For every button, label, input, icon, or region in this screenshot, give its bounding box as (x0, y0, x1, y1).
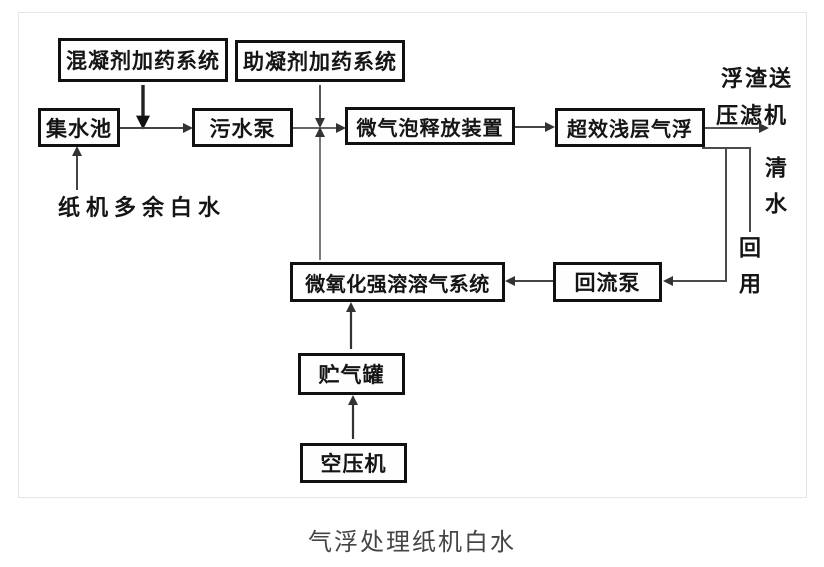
scum-to-filter-press-label-line2: 压滤机 (716, 104, 789, 129)
diagram-caption: 气浮处理纸机白水 (308, 528, 516, 556)
excess-white-water-label: 纸机多余白水 (58, 196, 227, 221)
node-sewage-pump: 污水泵 (192, 108, 293, 147)
node-dissolved-air-system: 微氧化强溶溶气系统 (290, 262, 505, 302)
node-gas-storage-tank: 贮气罐 (298, 353, 405, 395)
scum-to-filter-press-label-line1: 浮渣送 (721, 67, 794, 92)
clean-water-label: 清水 (761, 156, 786, 228)
node-return-pump: 回流泵 (553, 262, 662, 302)
reuse-label: 回用 (735, 236, 760, 308)
node-shallow-air-flotation: 超效浅层气浮 (555, 108, 705, 147)
node-microbubble-release-device: 微气泡释放装置 (345, 107, 515, 145)
node-air-compressor: 空压机 (300, 443, 407, 483)
node-coagulant-dosing-system: 混凝剂加药系统 (58, 38, 228, 82)
diagram-frame (18, 12, 807, 498)
node-collection-tank: 集水池 (38, 108, 120, 147)
node-coagulant-aid-dosing-system: 助凝剂加药系统 (235, 40, 405, 82)
